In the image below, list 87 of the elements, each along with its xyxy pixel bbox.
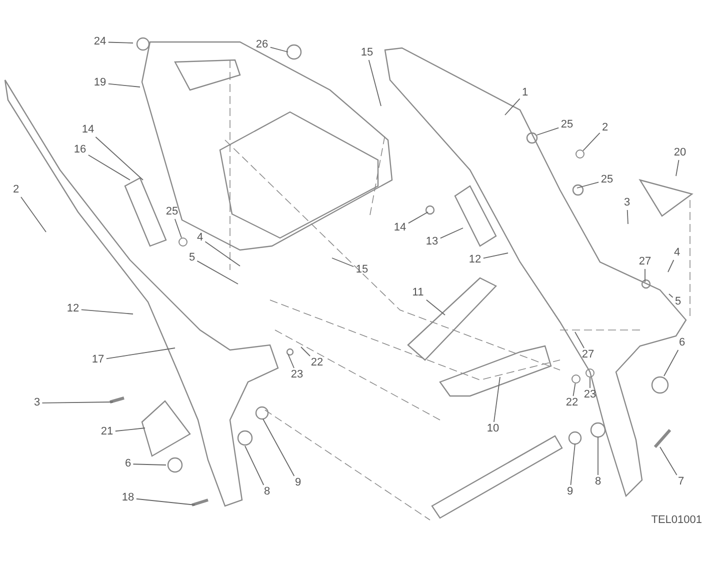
leader-line xyxy=(572,383,576,396)
callout-number: 15 xyxy=(356,264,368,276)
leader-line xyxy=(132,464,166,466)
leader-line xyxy=(108,83,140,88)
callout-number: 1 xyxy=(522,86,528,100)
leader-line xyxy=(88,154,130,180)
callout-number: 13 xyxy=(426,236,438,248)
leader-line xyxy=(440,228,464,239)
leader-line xyxy=(426,299,446,316)
leader-line xyxy=(204,241,240,266)
leader-line xyxy=(332,258,354,268)
callout-number: 3 xyxy=(34,396,40,410)
leader-line xyxy=(288,354,294,368)
callout-number: 2 xyxy=(602,122,608,134)
leader-line xyxy=(244,446,264,486)
drawing-code: TEL01001 xyxy=(651,512,702,528)
callout-number: 16 xyxy=(74,144,86,156)
callout-number: 3 xyxy=(624,196,630,210)
leader-line xyxy=(20,196,46,232)
leader-line xyxy=(114,428,146,432)
leader-line xyxy=(196,260,238,284)
callout-number: 15 xyxy=(360,46,374,60)
leader-line xyxy=(494,376,500,422)
callout-number: 10 xyxy=(486,422,500,436)
leader-line xyxy=(660,446,678,476)
callout-number: 20 xyxy=(674,146,686,160)
fastener-part xyxy=(586,368,594,378)
callout-number: 12 xyxy=(468,254,482,266)
callout-number: 6 xyxy=(124,458,132,470)
callout-number: 9 xyxy=(294,476,302,490)
callout-number: 5 xyxy=(674,296,682,308)
leader-line xyxy=(574,332,584,348)
callout-number: 14 xyxy=(82,124,94,136)
leader-line xyxy=(108,42,134,44)
callout-number: 26 xyxy=(256,38,268,52)
callout-number: 23 xyxy=(290,368,304,382)
leader-line xyxy=(106,348,176,360)
leader-line xyxy=(668,260,674,272)
callout-number: 4 xyxy=(674,246,680,260)
leader-line xyxy=(80,309,134,314)
callout-number: 6 xyxy=(678,336,686,350)
fastener-part xyxy=(576,150,584,158)
callout-number: 25 xyxy=(560,118,574,132)
callout-number: 11 xyxy=(412,286,424,300)
callout-number: 4 xyxy=(196,232,204,244)
leader-line xyxy=(42,402,114,404)
fastener-part xyxy=(178,238,188,246)
callout-number: 12 xyxy=(66,302,80,316)
leader-line xyxy=(174,218,182,238)
callout-number: 19 xyxy=(94,76,106,90)
leader-line xyxy=(262,418,295,476)
leader-line xyxy=(95,136,144,180)
callout-number: 25 xyxy=(600,174,614,186)
callout-number: 5 xyxy=(188,252,196,264)
leader-line xyxy=(504,98,520,116)
leader-line xyxy=(644,268,646,282)
leader-line xyxy=(582,132,600,152)
leader-line xyxy=(300,346,310,356)
callout-number: 22 xyxy=(310,356,324,370)
callout-number: 14 xyxy=(394,222,406,234)
callout-number: 23 xyxy=(584,388,596,402)
callout-number: 8 xyxy=(594,476,602,488)
leader-line xyxy=(676,160,680,176)
leader-line xyxy=(368,60,382,106)
callout-number: 21 xyxy=(100,426,114,438)
callout-number: 22 xyxy=(566,396,578,410)
leader-line xyxy=(482,252,508,259)
leader-line xyxy=(408,212,428,224)
leader-line xyxy=(664,350,679,376)
leader-line xyxy=(576,182,600,188)
leader-line xyxy=(270,46,288,52)
callout-number: 27 xyxy=(638,256,652,268)
callout-number: 7 xyxy=(678,476,684,488)
leader-line xyxy=(626,210,628,224)
callout-number: 25 xyxy=(166,206,178,218)
callout-number: 17 xyxy=(92,354,104,366)
leader-line xyxy=(136,498,196,506)
callout-number: 2 xyxy=(12,184,20,196)
leader-line xyxy=(536,127,560,136)
leader-line xyxy=(570,444,576,486)
callout-number: 27 xyxy=(582,348,594,362)
callout-number: 9 xyxy=(566,486,574,498)
callout-number: 18 xyxy=(122,492,134,504)
fastener-part xyxy=(572,374,580,384)
leader-line xyxy=(668,294,674,298)
callout-number: 24 xyxy=(94,36,106,48)
callout-number: 8 xyxy=(264,486,270,498)
